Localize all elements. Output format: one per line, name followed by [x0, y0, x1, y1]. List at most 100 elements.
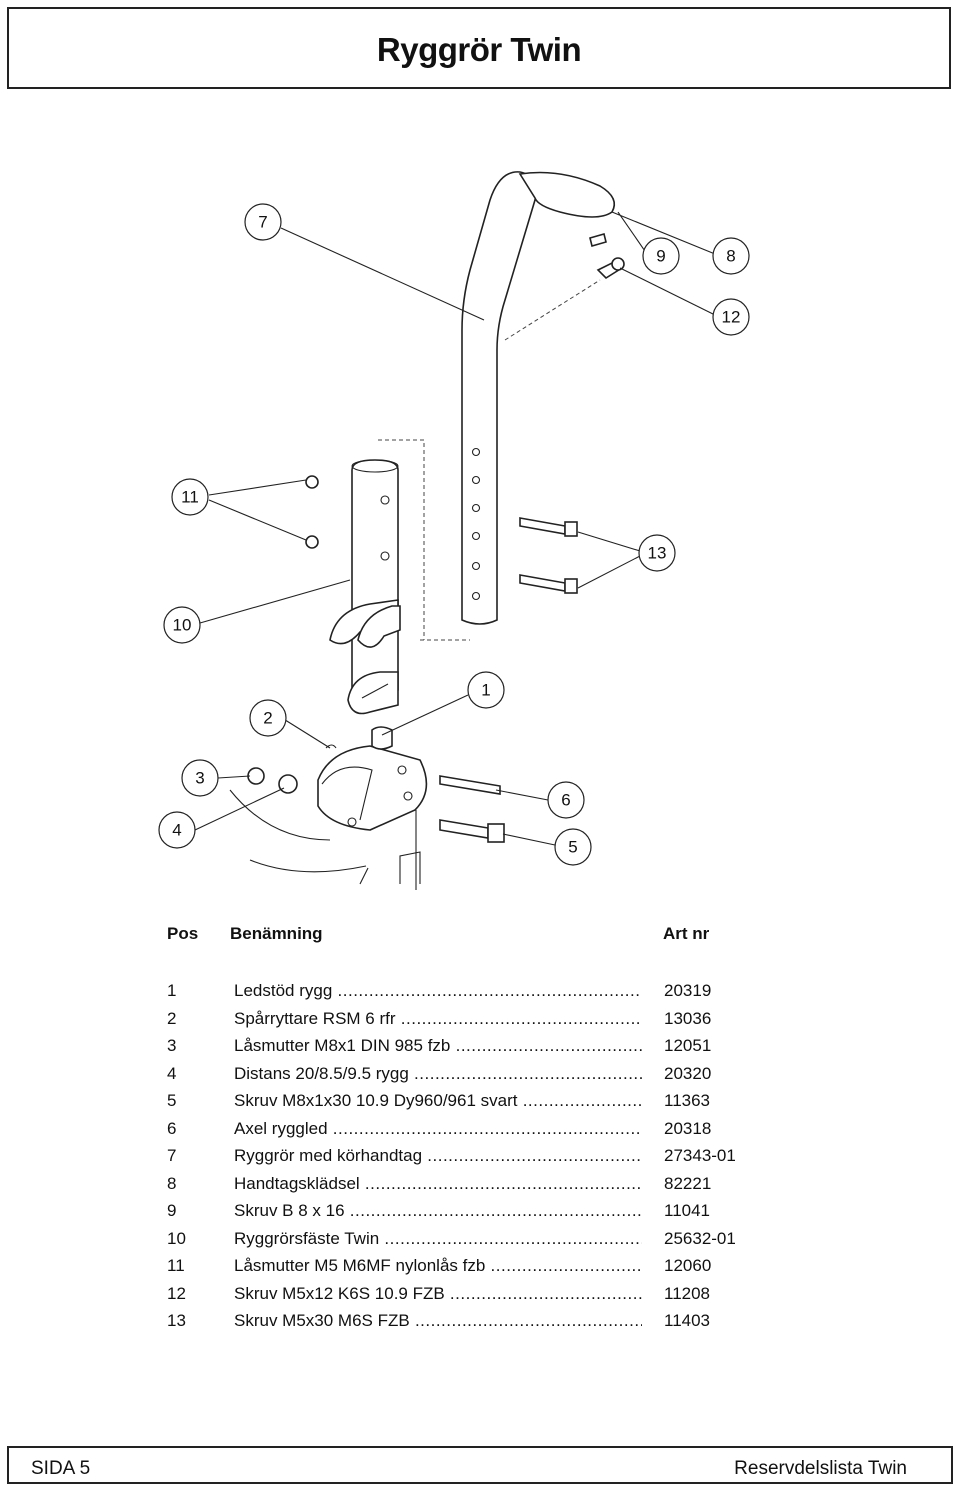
part-art-nr: 27343-01 [664, 1146, 736, 1165]
svg-text:12: 12 [722, 308, 741, 327]
callout-10: 10 [163, 606, 201, 644]
clip-drawing-2 [325, 744, 337, 749]
part-name: Låsmutter M5 M6MF nylonlås fzb [234, 1255, 642, 1277]
table-row: 7 Ryggrör med körhandtag 27343-01 [167, 1145, 767, 1173]
document-name: Reservdelslista Twin [734, 1458, 907, 1479]
part-name: Handtagsklädsel [234, 1173, 642, 1195]
part-name: Ledstöd rygg [234, 980, 642, 1002]
part-pos: 12 [167, 1283, 186, 1303]
table-row: 8 Handtagsklädsel 82221 [167, 1173, 767, 1201]
callout-12: 12 [712, 298, 750, 336]
callout-5: 5 [554, 828, 592, 866]
part-art-nr: 11363 [664, 1091, 711, 1110]
part-pos: 9 [167, 1201, 177, 1220]
part-name: Skruv M5x12 K6S 10.9 FZB [234, 1283, 642, 1305]
page-title: Ryggrör Twin [376, 31, 582, 68]
header-name: Benämning [230, 924, 323, 943]
table-row: 5 Skruv M8x1x30 10.9 Dy960/961 svart 11363 [167, 1090, 767, 1118]
part-pos: 8 [167, 1173, 177, 1193]
title-box: Ryggrör Twin [7, 7, 951, 89]
part-art-nr: 20318 [664, 1118, 712, 1138]
part-art-nr: 20319 [664, 981, 712, 1000]
nut-drawing-11a [305, 475, 319, 489]
part-pos: 4 [167, 1063, 177, 1083]
part-art-nr: 20320 [664, 1063, 712, 1083]
screws-drawing-13 [519, 517, 578, 594]
svg-text:8: 8 [726, 247, 735, 266]
part-pos: 5 [167, 1091, 177, 1110]
part-pos: 7 [167, 1146, 177, 1165]
svg-text:1: 1 [481, 681, 490, 700]
back-tube-drawing [461, 171, 616, 625]
screw-guide-line [504, 279, 601, 341]
svg-text:9: 9 [656, 247, 665, 266]
part-art-nr: 13036 [664, 1008, 712, 1028]
part-name: Skruv M5x30 M6S FZB [234, 1310, 642, 1332]
screw-drawing-9 [589, 233, 607, 247]
table-row: 2 Spårryttare RSM 6 rfr 13036 [167, 1008, 767, 1036]
part-art-nr: 82221 [664, 1173, 712, 1193]
table-row: 1 Ledstöd rygg 20319 [167, 980, 767, 1008]
part-name: Distans 20/8.5/9.5 rygg [234, 1063, 642, 1085]
callout-11: 11 [171, 478, 209, 516]
part-pos: 10 [167, 1228, 186, 1248]
header-art: Art nr [663, 924, 710, 943]
nut-drawing-3 [247, 767, 265, 785]
callout-4: 4 [158, 811, 196, 849]
callout-1: 1 [467, 671, 505, 709]
part-name: Axel ryggled [234, 1118, 642, 1140]
svg-text:5: 5 [568, 838, 577, 857]
callout-9: 9 [642, 237, 680, 275]
table-row: 10 Ryggrörsfäste Twin 25632-01 [167, 1228, 767, 1256]
callout-8: 8 [712, 237, 750, 275]
table-row: 6 Axel ryggled 20318 [167, 1118, 767, 1146]
table-row: 9 Skruv B 8 x 16 11041 [167, 1200, 767, 1228]
nut-drawing-11b [305, 535, 319, 549]
page-number: SIDA 5 [31, 1458, 91, 1479]
part-pos: 6 [167, 1118, 177, 1138]
part-art-nr: 11041 [664, 1201, 711, 1220]
callout-2: 2 [249, 699, 287, 737]
svg-text:11: 11 [181, 488, 199, 507]
part-art-nr: 11208 [664, 1283, 711, 1303]
part-art-nr: 12060 [664, 1256, 712, 1275]
part-art-nr: 12051 [664, 1036, 712, 1055]
screw-drawing-12 [596, 257, 625, 280]
svg-text:10: 10 [173, 616, 192, 635]
part-pos: 2 [167, 1008, 177, 1028]
part-pos: 3 [167, 1036, 177, 1055]
part-name: Skruv B 8 x 16 [234, 1200, 642, 1222]
spacer-drawing-4 [278, 774, 298, 794]
exploded-parts-diagram: 7 9 8 12 11 13 10 1 2 3 6 4 5 [158, 171, 750, 890]
svg-text:13: 13 [648, 544, 667, 563]
table-row: 12 Skruv M5x12 K6S 10.9 FZB 11208 [167, 1283, 767, 1311]
part-name: Ryggrörsfäste Twin [234, 1228, 642, 1250]
table-row: 4 Distans 20/8.5/9.5 rygg 20320 [167, 1063, 767, 1091]
hinge-drawing [229, 726, 428, 890]
svg-text:4: 4 [172, 821, 181, 840]
table-row: 3 Låsmutter M8x1 DIN 985 fzb 12051 [167, 1035, 767, 1063]
page-footer: SIDA 5 Reservdelslista Twin [7, 1446, 953, 1484]
part-name: Spårryttare RSM 6 rfr [234, 1008, 642, 1030]
callout-3: 3 [181, 759, 219, 797]
svg-text:7: 7 [258, 213, 267, 232]
part-pos: 1 [167, 981, 177, 1000]
part-pos: 13 [167, 1311, 186, 1330]
svg-text:3: 3 [195, 769, 204, 788]
parts-list: 1 Ledstöd rygg 20319 2 Spårryttare RSM 6 rfr… [167, 980, 767, 1338]
callout-13: 13 [638, 534, 676, 572]
header-pos: Pos [167, 924, 199, 943]
svg-text:2: 2 [263, 709, 272, 728]
axle-drawing-6 [439, 775, 501, 795]
callout-7: 7 [244, 203, 282, 241]
leader-lines [194, 211, 716, 846]
part-name: Ryggrör med körhandtag [234, 1145, 642, 1167]
part-art-nr: 25632-01 [664, 1228, 736, 1248]
assembly-guide-line [378, 439, 470, 641]
bolt-drawing-5 [439, 819, 505, 843]
part-name: Låsmutter M8x1 DIN 985 fzb [234, 1035, 642, 1057]
bracket-tube-drawing [329, 459, 401, 715]
part-pos: 11 [167, 1256, 185, 1275]
part-name: Skruv M8x1x30 10.9 Dy960/961 svart [234, 1090, 642, 1112]
